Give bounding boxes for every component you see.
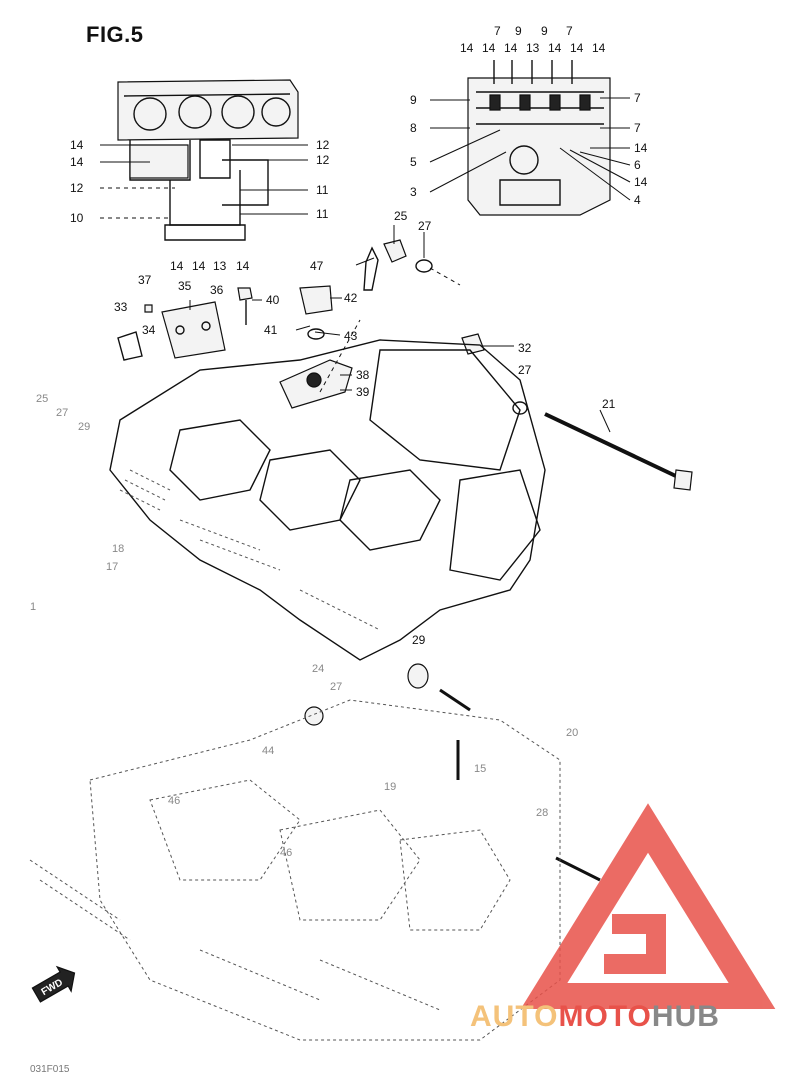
middle-leaders: [189, 225, 611, 433]
callout-label: 39: [356, 385, 370, 399]
callout-label: 44: [262, 745, 274, 757]
callout-label: 35: [178, 279, 192, 293]
watermark-word-hub: HUB: [651, 1000, 720, 1033]
callout-label: 41: [264, 323, 278, 337]
callout-label: 37: [138, 273, 152, 287]
callout-label: 20: [566, 727, 578, 739]
callout-label: 4: [634, 193, 641, 207]
head-cover-assembly: [117, 79, 299, 241]
callout-label: 28: [536, 807, 548, 819]
watermark-wordmark: AUTOMOTOHUB: [470, 1000, 720, 1034]
callout-label: 29: [78, 421, 90, 433]
callout-label: 36: [210, 283, 224, 297]
callout-label: 43: [344, 329, 358, 343]
callout-label: 5: [410, 155, 417, 169]
callout-label: 14: [548, 41, 562, 55]
crankcase-upper: [109, 339, 546, 661]
callout-label: 47: [310, 259, 324, 273]
callout-label: 14: [634, 175, 648, 189]
callout-label: 12: [70, 181, 84, 195]
callout-label: 27: [518, 363, 532, 377]
callout-label: 27: [418, 219, 432, 233]
callout-label: 14: [70, 155, 84, 169]
callout-label: 33: [114, 300, 128, 314]
callout-label: 13: [213, 259, 227, 273]
crankcase-side-view: [467, 60, 611, 216]
callout-label: 9: [541, 24, 548, 38]
callout-label: 8: [410, 121, 417, 135]
callout-label: 27: [330, 681, 342, 693]
callout-label: 27: [56, 407, 68, 419]
callout-label: 14: [482, 41, 496, 55]
callout-label: 12: [316, 153, 330, 167]
callout-label: 1: [30, 601, 36, 613]
callout-label: 25: [36, 393, 48, 405]
callout-label: 7: [566, 24, 573, 38]
callout-label: 14: [570, 41, 584, 55]
callout-label: 14: [236, 259, 250, 273]
callout-label: 24: [312, 663, 324, 675]
callout-label: 14: [592, 41, 606, 55]
callout-label: 14: [504, 41, 518, 55]
callout-label: 21: [602, 397, 616, 411]
top-right-leaders: [429, 97, 631, 201]
callout-label: 19: [384, 781, 396, 793]
callout-label: 12: [316, 138, 330, 152]
callout-label: 7: [494, 24, 501, 38]
callout-label: 46: [280, 847, 292, 859]
callout-label: 40: [266, 293, 280, 307]
callout-label: 14: [460, 41, 474, 55]
callout-label: 42: [344, 291, 358, 305]
top-left-leaders: [100, 144, 308, 219]
figure-footer-code: 031F015: [30, 1064, 70, 1075]
left-edge-callouts: 25 27 29 18 17 1: [30, 393, 124, 613]
middle-callouts: 25 27 47 37 35 36 40 42 33 34 41 43 32 3…: [114, 209, 616, 411]
callout-label: 9: [515, 24, 522, 38]
callout-label: 29: [412, 633, 426, 647]
callout-label: 7: [634, 121, 641, 135]
callout-label: 18: [112, 543, 124, 555]
callout-label: 38: [356, 368, 370, 382]
callout-label: 10: [70, 211, 84, 225]
callout-label: 6: [634, 158, 641, 172]
callout-label: 14: [634, 141, 648, 155]
fittings-group: [117, 239, 693, 491]
figure-title: FIG.5: [86, 22, 144, 47]
callout-label: 3: [410, 185, 417, 199]
watermark-word-moto: MOTO: [558, 1000, 652, 1033]
top-right-callouts: 7 9 9 7 14 14 14 13 14 14 14 9 8 5 3 7 7…: [410, 24, 648, 207]
callout-label: 32: [518, 341, 532, 355]
lower-callouts: 29 24 27 44 20 19 15 46 28 46: [168, 633, 578, 859]
crankcase-lower: [29, 663, 601, 1041]
callout-label: 11: [316, 183, 329, 197]
callout-label: 15: [474, 763, 486, 775]
callout-label: 25: [394, 209, 408, 223]
callout-label: 9: [410, 93, 417, 107]
callout-label: 14: [170, 259, 184, 273]
callout-label: 34: [142, 323, 156, 337]
callout-label: 14: [192, 259, 206, 273]
callout-label: 7: [634, 91, 641, 105]
watermark-word-auto: AUTO: [470, 1000, 559, 1033]
callout-label: 46: [168, 795, 180, 807]
top-left-callouts: 14 14 12 10 12 12 11 11 14 14 13 14: [70, 138, 330, 273]
callout-label: 11: [316, 207, 329, 221]
callout-label: 13: [526, 41, 540, 55]
callout-label: 14: [70, 138, 84, 152]
callout-label: 17: [106, 561, 118, 573]
forward-direction-badge: FWD: [31, 965, 76, 1003]
watermark-logo-icon: [520, 803, 776, 1009]
